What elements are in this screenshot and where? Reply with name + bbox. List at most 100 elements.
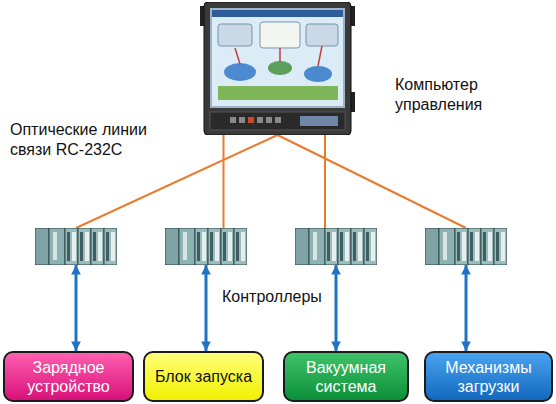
plc-io-module — [455, 228, 468, 265]
plc-label-strip — [215, 232, 219, 261]
plc-label-strip — [241, 232, 245, 261]
monitor-bezel — [204, 2, 351, 135]
plc-controller — [295, 228, 377, 265]
plc-io-module — [234, 228, 247, 265]
plc-terminal-strip — [236, 232, 239, 261]
plc-terminal-strip — [197, 232, 200, 261]
plc-label-strip — [72, 232, 76, 261]
device-box: Вакуумная система — [283, 351, 409, 402]
plc-controller — [165, 228, 247, 265]
plc-label-strip — [488, 232, 492, 261]
plc-terminal-strip — [106, 232, 109, 261]
group-label: Контроллеры — [222, 287, 342, 307]
plc-terminal-strip — [340, 232, 343, 261]
screen-pipe — [235, 46, 322, 66]
plc-cpu-module — [49, 228, 65, 265]
device-label: Механизмы загрузки — [437, 358, 541, 396]
device-box: Блок запуска — [143, 351, 264, 402]
plc-controller — [425, 228, 507, 265]
control-arrow — [205, 265, 208, 351]
plc-terminal-strip — [223, 232, 226, 261]
screen-tank — [304, 66, 332, 82]
plc-label-strip — [475, 232, 479, 261]
device-label: Вакуумная система — [294, 358, 398, 396]
illustration — [295, 228, 377, 265]
control-arrow — [465, 265, 468, 351]
panel-button — [257, 117, 263, 123]
panel-button — [230, 117, 236, 123]
device-label: Блок запуска — [152, 367, 256, 386]
plc-io-module — [481, 228, 494, 265]
illustration — [200, 2, 355, 135]
plc-cpu-module — [179, 228, 195, 265]
screen-ground — [218, 86, 338, 100]
illustration — [425, 228, 507, 265]
control-computer: Компьютер управления — [200, 2, 355, 135]
plc-io-module — [325, 228, 338, 265]
plc-io-module — [338, 228, 351, 265]
plc-terminal-strip — [496, 232, 499, 261]
device-box: Зарядное устройство — [3, 351, 134, 402]
plc-io-module — [78, 228, 91, 265]
plc-io-module — [65, 228, 78, 265]
plc-controller — [35, 228, 117, 265]
panel-button — [275, 117, 281, 123]
plc-terminal-strip — [93, 232, 96, 261]
plc-label-strip — [358, 232, 362, 261]
plc-label-strip — [111, 232, 115, 261]
device-label: Зарядное устройство — [17, 358, 121, 396]
plc-power-module — [165, 228, 179, 265]
plc-power-module — [35, 228, 49, 265]
optical-link — [324, 135, 326, 228]
plc-terminal-strip — [80, 232, 83, 261]
plc-io-module — [104, 228, 117, 265]
plc-terminal-strip — [327, 232, 330, 261]
plc-io-module — [221, 228, 234, 265]
plc-label-strip — [501, 232, 505, 261]
illustration — [165, 228, 247, 265]
plc-terminal-strip — [210, 232, 213, 261]
plc-cpu-module — [309, 228, 325, 265]
screen-panel — [260, 22, 300, 48]
plc-io-module — [195, 228, 208, 265]
plc-power-module — [295, 228, 309, 265]
control-arrow — [335, 265, 338, 351]
plc-io-module — [91, 228, 104, 265]
plc-power-module — [425, 228, 439, 265]
panel-button — [248, 117, 254, 123]
plc-label-strip — [345, 232, 349, 261]
plc-terminal-strip — [457, 232, 460, 261]
plc-io-module — [351, 228, 364, 265]
plc-io-module — [468, 228, 481, 265]
plc-led-strip — [313, 232, 317, 260]
plc-led-strip — [443, 232, 447, 260]
plc-label-strip — [228, 232, 232, 261]
plc-led-strip — [53, 232, 57, 260]
panel-keypad — [300, 116, 338, 126]
plc-label-strip — [202, 232, 206, 261]
plc-label-strip — [98, 232, 102, 261]
screen — [212, 10, 343, 106]
illustration — [35, 228, 117, 265]
screen-panel — [218, 24, 252, 46]
optical-link — [223, 135, 225, 228]
plc-io-module — [494, 228, 507, 265]
plc-terminal-strip — [470, 232, 473, 261]
plc-io-module — [208, 228, 221, 265]
plc-label-strip — [332, 232, 336, 261]
screen-tank — [224, 63, 256, 81]
plc-label-strip — [85, 232, 89, 261]
plc-io-module — [364, 228, 377, 265]
plc-led-strip — [183, 232, 187, 260]
plc-terminal-strip — [483, 232, 486, 261]
screen-frame — [210, 8, 345, 108]
plc-cpu-module — [439, 228, 455, 265]
plc-label-strip — [462, 232, 466, 261]
plc-terminal-strip — [366, 232, 369, 261]
plc-terminal-strip — [67, 232, 70, 261]
plc-terminal-strip — [353, 232, 356, 261]
control-panel — [210, 112, 345, 130]
device-box: Механизмы загрузки — [424, 351, 553, 402]
plc-label-strip — [371, 232, 375, 261]
